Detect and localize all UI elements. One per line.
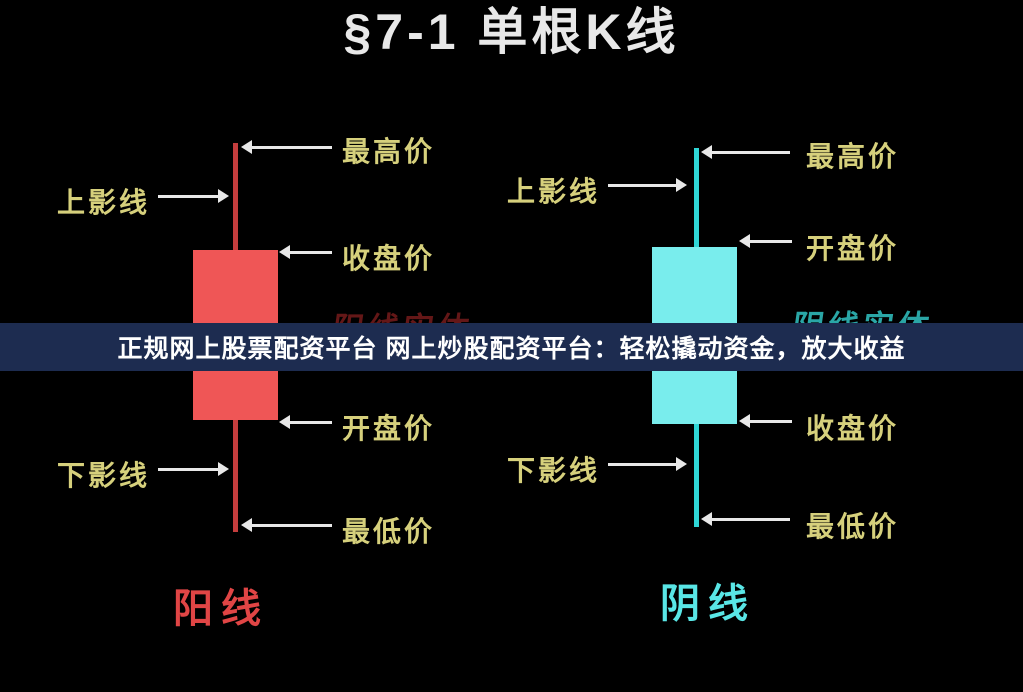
yang-label-open-price: 开盘价 — [342, 413, 436, 444]
yin-arrow-lower-shadow-icon — [608, 457, 687, 471]
yin-label-upper-shadow: 上影线 — [507, 176, 601, 207]
overlay-banner: 正规网上股票配资平台 网上炒股配资平台：轻松撬动资金，放大收益 — [0, 323, 1023, 371]
yin-arrow-lowest-icon — [701, 512, 790, 526]
yang-label-close-price: 收盘价 — [342, 243, 436, 274]
yin-arrow-upper-shadow-icon — [608, 178, 687, 192]
yang-arrow-upper-shadow-icon — [158, 189, 229, 203]
yang-label-lower-shadow: 下影线 — [57, 460, 151, 491]
yin-label-highest-price: 最高价 — [806, 141, 900, 172]
yin-arrow-highest-icon — [701, 145, 790, 159]
yang-label-upper-shadow: 上影线 — [57, 187, 151, 218]
yin-label-open-price: 开盘价 — [806, 233, 900, 264]
yin-label-lowest-price: 最低价 — [806, 511, 900, 542]
yang-arrow-lowest-icon — [241, 518, 332, 532]
yin-arrow-close-icon — [739, 414, 792, 428]
yang-arrow-close-icon — [279, 245, 332, 259]
yin-label-lower-shadow: 下影线 — [507, 455, 601, 486]
yang-caption: 阳线 — [173, 587, 269, 631]
page-title: §7-1 单根K线 — [343, 4, 680, 60]
yang-label-highest-price: 最高价 — [342, 136, 436, 167]
yin-arrow-open-icon — [739, 234, 792, 248]
yin-caption: 阴线 — [660, 582, 756, 626]
yin-label-close-price: 收盘价 — [806, 413, 900, 444]
yang-arrow-highest-icon — [241, 140, 332, 154]
yang-label-lowest-price: 最低价 — [342, 516, 436, 547]
overlay-banner-text: 正规网上股票配资平台 网上炒股配资平台：轻松撬动资金，放大收益 — [117, 335, 906, 363]
yang-arrow-lower-shadow-icon — [158, 462, 229, 476]
yang-arrow-open-icon — [279, 415, 332, 429]
